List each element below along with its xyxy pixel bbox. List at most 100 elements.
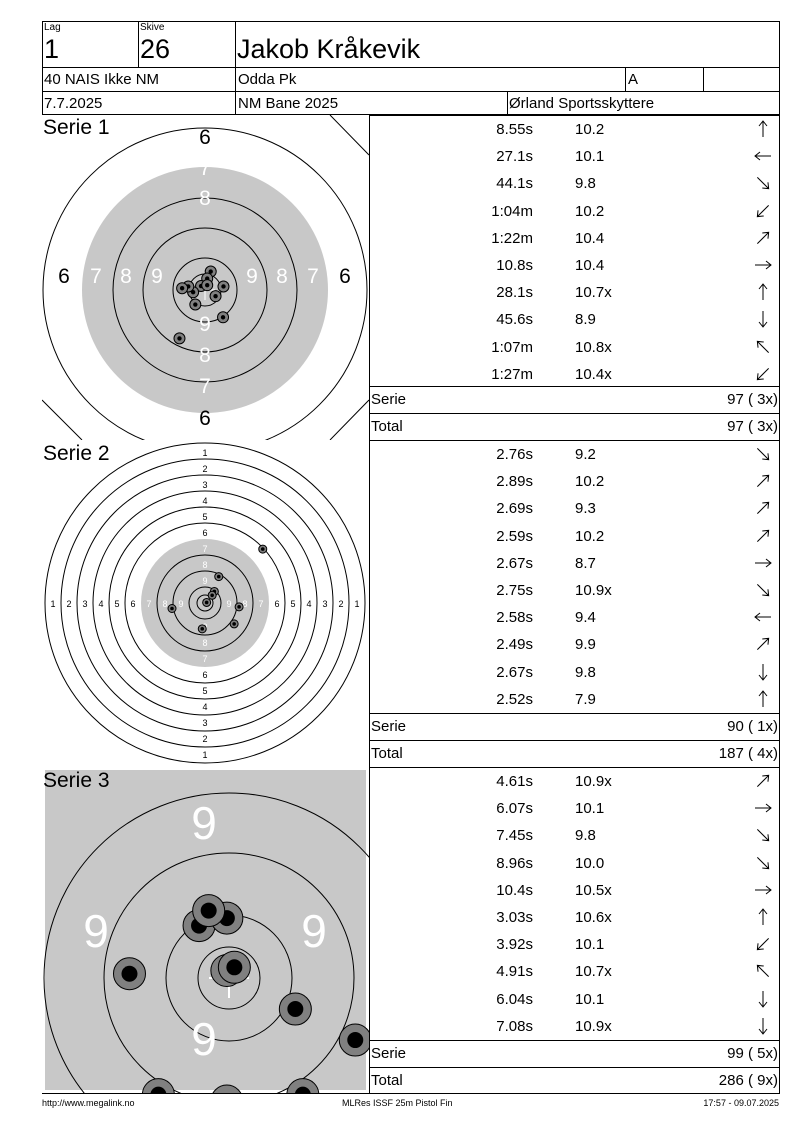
shot-value: 9.8 — [575, 175, 596, 193]
direction-arrow-icon — [758, 283, 768, 301]
serie-score: 97 ( 3x) — [727, 391, 778, 408]
organizer: Ørland Sportsskyttere — [509, 95, 655, 112]
serie-label: Serie — [371, 718, 407, 735]
shot-time: 2.76s — [496, 446, 533, 463]
ring-label: 6 — [199, 407, 211, 430]
serie-score: 99 ( 5x) — [727, 1045, 778, 1062]
direction-arrow-icon — [756, 638, 770, 651]
lag-caption: Lag — [44, 22, 61, 33]
hit-mark-center — [221, 284, 226, 289]
summary-divider — [369, 1040, 780, 1041]
direction-arrow-icon — [756, 447, 770, 461]
shot-time: 8.55s — [496, 121, 533, 138]
direction-arrow-icon — [756, 367, 770, 381]
direction-arrow-icon — [758, 663, 768, 681]
ring-label: 7 — [202, 544, 207, 554]
shot-value: 10.2 — [575, 121, 605, 138]
target-serie-2: 1 2 3 4 5 6 7 8 9 1 2 3 4 5 6 7 8 9 1 2 … — [42, 440, 369, 767]
ring-label: 4 — [202, 702, 207, 712]
ring-label: 6 — [130, 599, 135, 609]
direction-arrow-icon — [756, 965, 770, 978]
summary-divider — [369, 1067, 780, 1068]
shot-row: 2.76s 9.2 — [370, 441, 780, 468]
shot-value: 9.9 — [575, 636, 596, 654]
header-divider — [42, 67, 780, 68]
ring-label: 8 — [162, 599, 167, 609]
shot-value: 9.8 — [575, 827, 596, 845]
ring-label: 7 — [199, 375, 211, 398]
direction-arrow-icon — [756, 502, 770, 515]
direction-arrow-icon — [756, 177, 770, 190]
shot-time: 27.1s — [496, 148, 533, 166]
shot-value: 10.7x — [575, 963, 612, 981]
ring-label: 8 — [242, 599, 247, 609]
shot-time: 3.92s — [496, 936, 533, 954]
hit-mark-center — [220, 315, 226, 320]
ring-label: 8 — [120, 265, 132, 288]
hit-mark — [141, 1078, 175, 1093]
ring-label: 9 — [301, 905, 327, 957]
direction-arrow-icon — [758, 689, 768, 707]
hit-mark-center — [237, 605, 241, 609]
ring-label: 1 — [354, 599, 359, 609]
direction-arrow-icon — [758, 1017, 768, 1035]
shot-time: 8.96s — [496, 854, 533, 872]
hit-mark-center — [193, 302, 198, 307]
direction-arrow-icon — [755, 803, 772, 813]
shot-time: 2.52s — [496, 690, 533, 708]
footer-url-link[interactable]: http://www.megalink.no — [42, 1098, 135, 1108]
ring-label: 9 — [199, 313, 211, 336]
direction-arrow-icon — [756, 856, 770, 869]
shot-time: 28.1s — [496, 284, 533, 302]
target-serie-1: 6 7 8 9 6 7 8 9 9 8 7 6 6 7 8 — [42, 115, 369, 440]
shot-value: 10.8x — [575, 338, 612, 356]
shot-value: 10.5x — [575, 881, 612, 899]
ring-label: 9 — [202, 576, 207, 586]
direction-arrow-icon — [755, 885, 772, 895]
shot-value: 9.3 — [575, 500, 596, 518]
hit-mark-center — [179, 286, 185, 291]
shot-time: 10.8s — [496, 257, 533, 274]
skive-caption: Skive — [140, 22, 165, 33]
ring-label: 9 — [83, 905, 109, 957]
header-divider — [507, 91, 508, 115]
direction-arrow-icon — [758, 120, 768, 137]
direction-arrow-icon — [756, 774, 770, 788]
header-frame — [42, 21, 780, 115]
shot-row: 2.52s 7.9 — [370, 686, 780, 713]
shot-time: 2.89s — [496, 473, 533, 491]
ring-label: 2 — [202, 734, 207, 744]
ring-label: 7 — [307, 265, 319, 288]
ring-label: 2 — [338, 599, 343, 609]
hit-mark-center — [208, 269, 213, 274]
shot-value: 8.7 — [575, 554, 596, 572]
shot-value: 10.2 — [575, 527, 605, 545]
ring-label: 5 — [290, 599, 295, 609]
total-score: 187 ( 4x) — [718, 745, 778, 762]
direction-arrow-icon — [755, 558, 772, 568]
footer-software: MLRes ISSF 25m Pistol Fin — [342, 1098, 453, 1108]
direction-arrow-icon — [756, 938, 770, 951]
hit-mark-center — [121, 965, 138, 982]
direction-arrow-icon — [758, 990, 768, 1008]
ring-label: 3 — [322, 599, 327, 609]
serie-score: 90 ( 1x) — [727, 718, 778, 735]
shot-value: 10.1 — [575, 990, 605, 1008]
series-divider — [42, 440, 780, 441]
header-divider — [42, 91, 780, 92]
ring-label: 7 — [202, 654, 207, 664]
ring-label: 9 — [151, 265, 163, 288]
ring-label: 6 — [58, 265, 70, 288]
shot-value: 9.2 — [575, 446, 596, 463]
shot-value: 7.9 — [575, 690, 596, 708]
